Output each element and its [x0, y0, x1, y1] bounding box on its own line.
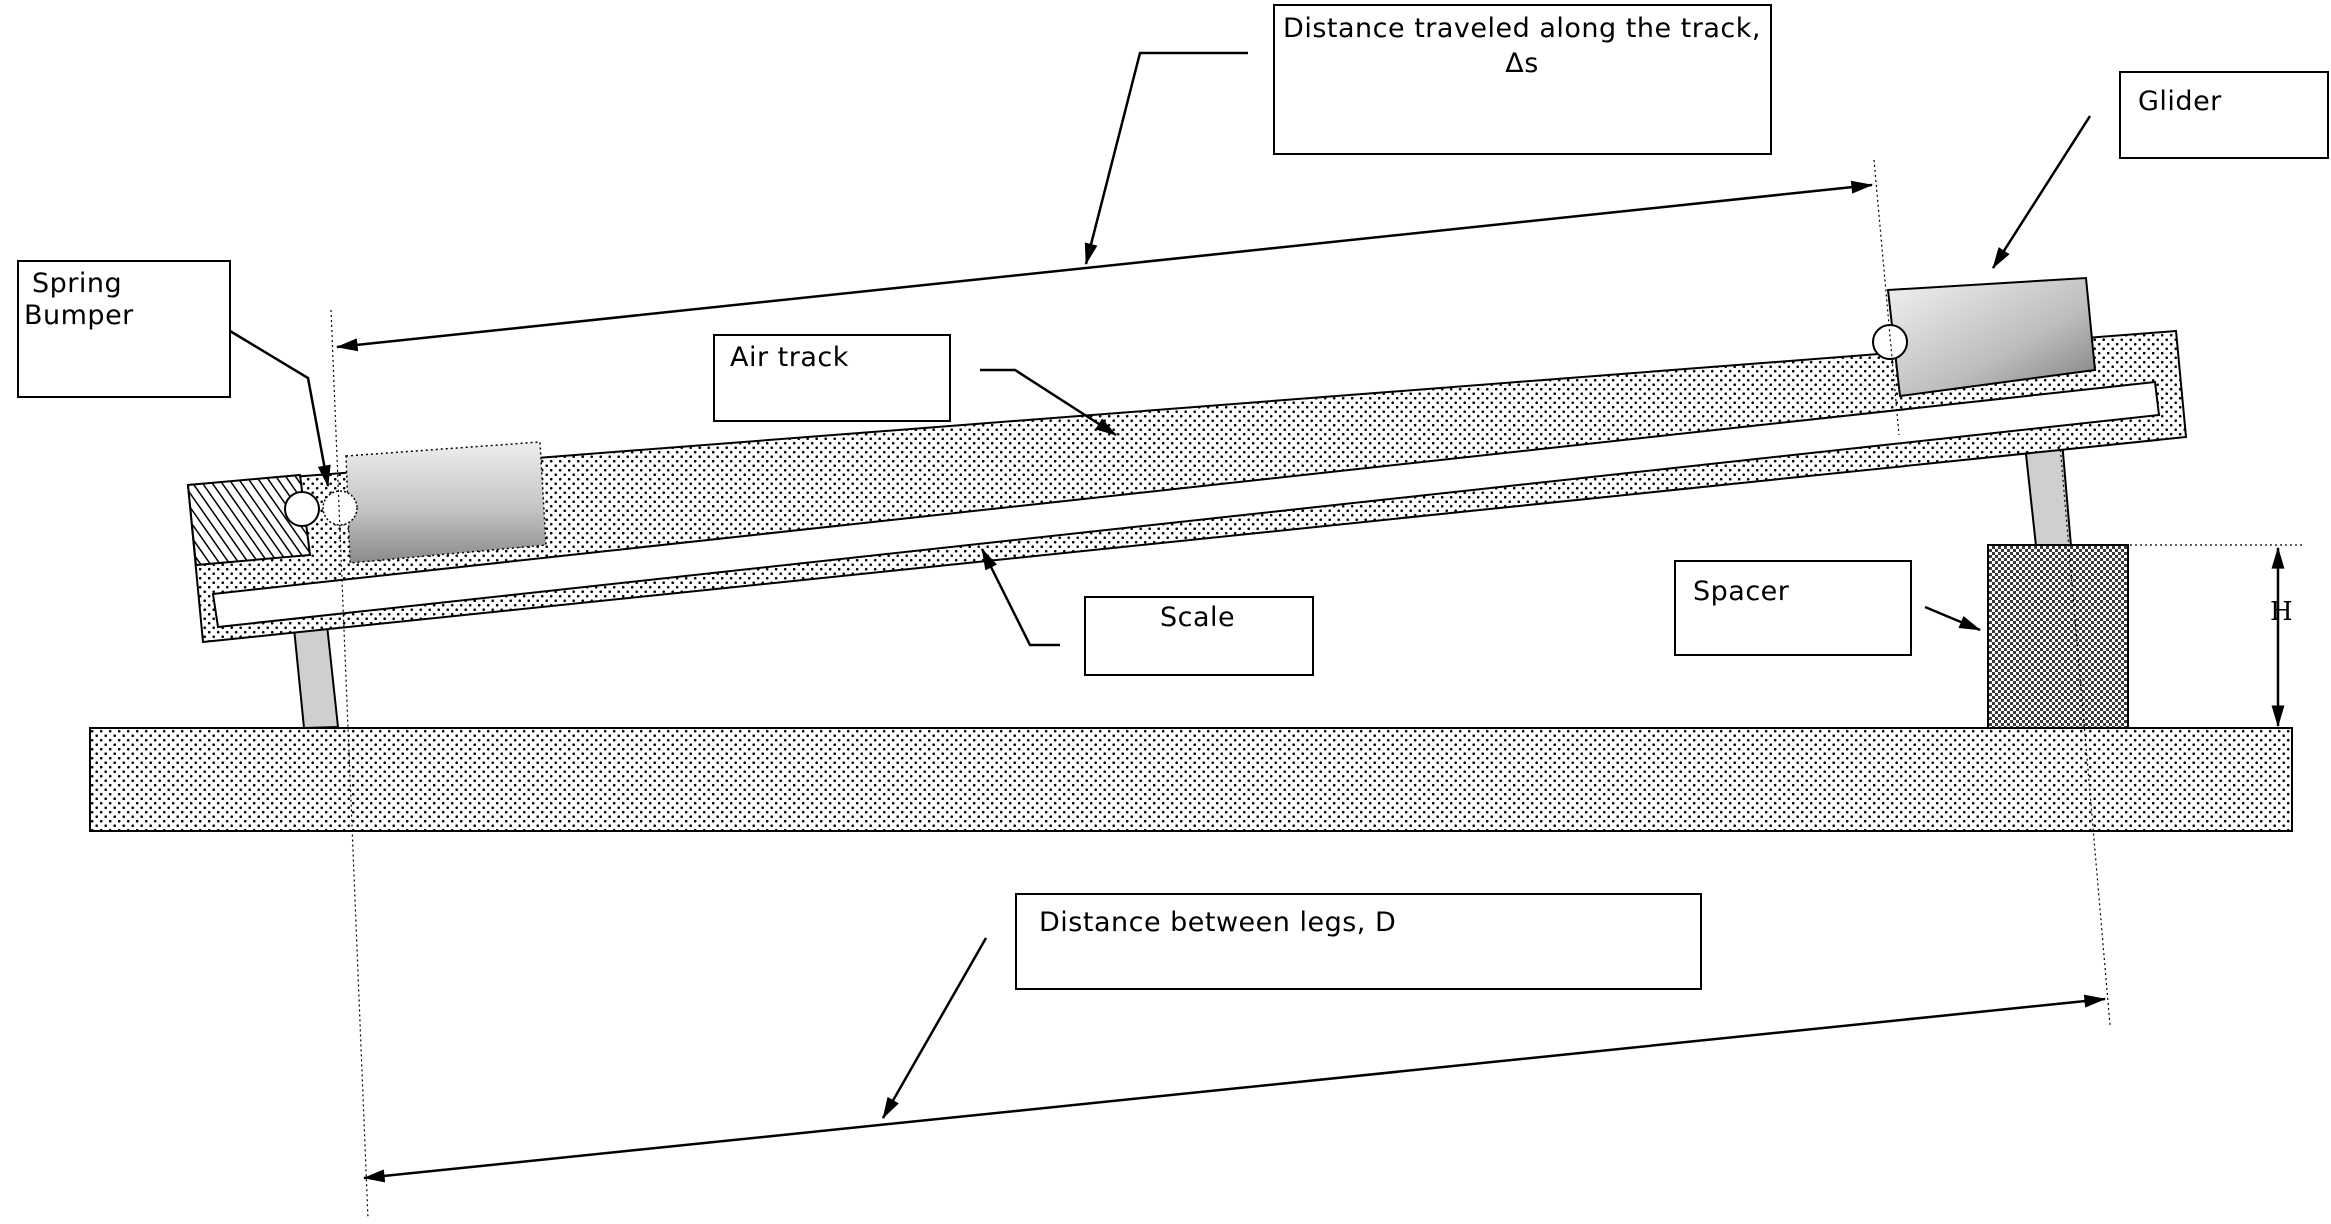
spring-bumper-label-line2: Bumper — [24, 300, 134, 331]
distance-legs-label: Distance between legs, D — [1039, 907, 1396, 938]
distance-track-label-line1: Distance traveled along the track, — [1283, 13, 1761, 44]
glider-box — [2119, 71, 2329, 159]
delta-s-arrow — [335, 180, 1874, 352]
spring-bumper-label-line1: Spring — [32, 268, 122, 299]
height-label: H — [2270, 597, 2293, 627]
leader-lines — [229, 51, 2092, 1119]
right-leg — [2023, 439, 2073, 547]
glider — [1886, 276, 2097, 398]
scale-box — [1084, 596, 1314, 676]
reference-lines — [330, 159, 2305, 1220]
scale-label: Scale — [1160, 602, 1235, 633]
spacer-block — [1987, 544, 2129, 729]
d-arrow — [362, 994, 2107, 1183]
glider-start-bumper-circle — [322, 490, 358, 526]
spring-bumper-housing — [186, 473, 312, 567]
distance-legs-box — [1015, 893, 1702, 990]
air-track-label: Air track — [730, 342, 849, 373]
left-leg — [292, 623, 340, 730]
distance-track-box — [1273, 4, 1772, 155]
glider-label: Glider — [2138, 86, 2222, 117]
spacer-box — [1674, 560, 1912, 656]
spacer-label: Spacer — [1693, 576, 1790, 607]
distance-track-label-line2: Δs — [1505, 48, 1539, 79]
scale-slot — [211, 380, 2161, 629]
air-track-box — [713, 334, 951, 422]
spring-bumper-box — [17, 260, 231, 398]
glider-start-position — [345, 441, 547, 564]
table-base — [89, 727, 2293, 832]
spring-bumper-circle — [284, 491, 320, 527]
